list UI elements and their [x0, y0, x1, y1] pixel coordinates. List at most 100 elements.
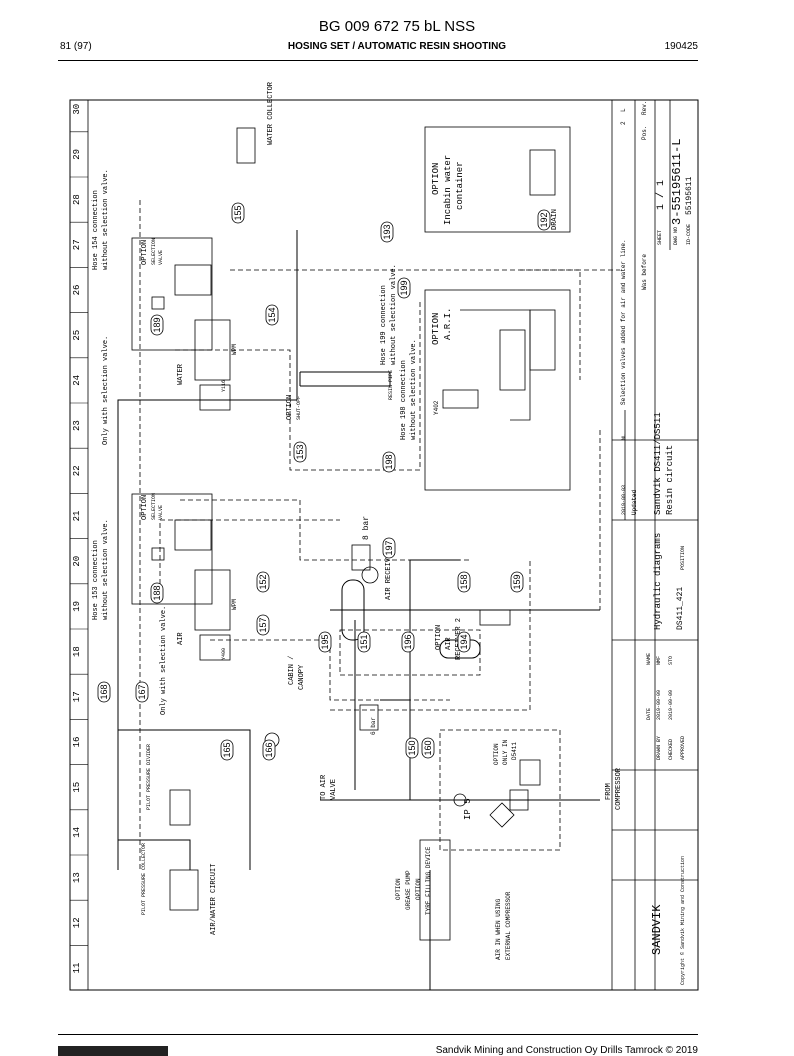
selection-air-label: SELECTION — [151, 493, 157, 520]
hose-number-167: 167 — [137, 684, 147, 699]
hose-badge-shape — [510, 571, 524, 593]
canopy-label: CANOPY — [298, 664, 306, 690]
hose-badge-shape — [401, 631, 415, 653]
only-with-selection-label: Only with selection valve. — [102, 336, 110, 445]
relief-valve-8bar-icon — [351, 544, 371, 571]
drawn-name: NMF — [656, 656, 662, 665]
footer-logo — [58, 1046, 168, 1056]
hose-number-158: 158 — [459, 574, 469, 589]
copyright-text: Copyright © Sandvik Mining and Construct… — [679, 856, 686, 985]
water-wpm-valve-icon — [194, 319, 231, 381]
hose-number-166: 166 — [264, 742, 274, 757]
hose153-without-label: without selection valve. — [102, 519, 110, 620]
b-marker-air — [151, 547, 165, 561]
hose-badge-shape — [97, 681, 111, 703]
option-water-label: OPTION — [141, 240, 149, 265]
grid-number: 27 — [72, 239, 82, 250]
grid-number: 14 — [72, 827, 82, 838]
ip5-label: IP 5 — [463, 798, 473, 820]
option-receiver2-label: OPTION — [435, 625, 443, 650]
ip5-box — [439, 729, 561, 851]
hose-number-152: 152 — [258, 574, 268, 589]
page-number: 81 (97) — [60, 41, 92, 52]
sheet-label: SHEET — [657, 230, 663, 245]
air-receiver1-label: AIR RECEIVER 1 — [385, 541, 393, 600]
revision-letter: L — [620, 108, 627, 112]
was-before-label: Was before — [641, 254, 648, 290]
approved-label: APPROVED — [680, 736, 686, 760]
drawing-type: Hydraulic diagrams — [653, 533, 663, 630]
hose-number-157: 157 — [258, 617, 268, 632]
air-selection-valve-icon — [174, 519, 212, 551]
ari-cylinder-m2-icon — [529, 309, 556, 371]
hose-number-168: 168 — [99, 684, 109, 699]
drawn-date: 2019-09-09 — [656, 690, 662, 720]
hose-badge-shape — [357, 631, 371, 653]
from-compressor-2: COMPRESSOR — [615, 767, 623, 810]
id-code: 55195611 — [685, 176, 694, 215]
relief-valve-6bar-icon — [359, 704, 379, 731]
cabin-label: CABIN / — [288, 656, 296, 685]
hose199-without-label: without selection valve. — [390, 264, 398, 365]
dwg-number: 3-55195611-L — [670, 139, 684, 225]
name-col-label: NAME — [646, 653, 652, 665]
checked-date: 2019-09-09 — [668, 690, 674, 720]
option-air-label: OPTION — [141, 495, 149, 520]
model-text: Sandvik DS411/DS511 — [653, 412, 663, 515]
air-label: AIR — [177, 632, 185, 645]
ip5-check-valve-icon — [509, 789, 529, 811]
document-title: BG 009 672 75 bL NSS — [318, 18, 476, 35]
incabin-container-icon — [529, 149, 556, 196]
ari-box — [424, 289, 571, 491]
pos-label: Pos. — [641, 126, 648, 140]
option-d5411-label: OPTION — [493, 743, 500, 765]
only-with-selection-air-label: Only with selection valve. — [160, 606, 168, 715]
id-label: ID-CODE — [686, 224, 692, 245]
y116-label: Y116 — [221, 380, 227, 392]
hose-number-194: 194 — [459, 634, 469, 649]
grid-number: 23 — [72, 420, 82, 431]
hose154-without-label: without selection valve. — [102, 169, 110, 270]
hose-badge-shape — [150, 582, 164, 604]
hose-badge-shape — [262, 739, 276, 761]
hose-badge-shape — [382, 451, 396, 473]
grid-number: 19 — [72, 601, 82, 612]
checked-name: STO — [668, 656, 674, 665]
filter-icon — [489, 802, 515, 828]
grid-number: 28 — [72, 194, 82, 205]
hose-number-192: 192 — [539, 212, 549, 227]
water-collector-label: WATER COLLECTOR — [267, 81, 275, 145]
change-note: Selection valves added for air and water… — [620, 239, 627, 405]
bar6-label: 6 bar — [370, 717, 377, 735]
hose-number-155: 155 — [233, 205, 243, 220]
air-receiver2a-label: AIR — [445, 637, 453, 650]
ari-circuit-line — [460, 309, 531, 421]
hose-badge-shape — [457, 571, 471, 593]
hose-number-154: 154 — [267, 307, 277, 322]
hose-number-151: 151 — [359, 634, 369, 649]
check-valve-158-icon — [479, 609, 511, 626]
grid-number: 29 — [72, 149, 82, 160]
option-incabin-label: OPTION — [431, 163, 441, 195]
pilot-pressure-divider-icon — [169, 789, 191, 826]
air-in-label-2: EXTERNAL COMPRESSOR — [505, 891, 512, 960]
brand-name: SANDVIK — [650, 904, 664, 955]
tyre-filling-label: TYRE FILLING DEVICE — [425, 846, 432, 915]
grid-number: 11 — [72, 963, 82, 974]
hose-badge-shape — [382, 537, 396, 559]
document-subtitle: HOSING SET / AUTOMATIC RESIN SHOOTING — [287, 41, 507, 52]
hose-badge-shape — [457, 631, 471, 653]
changed-by: NL — [621, 434, 627, 440]
hose-badge-shape — [135, 681, 149, 703]
hose-badge-shape — [318, 631, 332, 653]
hose-number-196: 196 — [403, 634, 413, 649]
water-selection-valve-icon — [174, 264, 212, 296]
y402-solenoid-icon — [442, 389, 479, 409]
grid-number: 13 — [72, 872, 82, 883]
option-ari-label: OPTION — [431, 313, 441, 345]
bar8-label: 8 bar — [362, 516, 371, 540]
to-air-valve-1: TO AIR — [320, 774, 328, 800]
